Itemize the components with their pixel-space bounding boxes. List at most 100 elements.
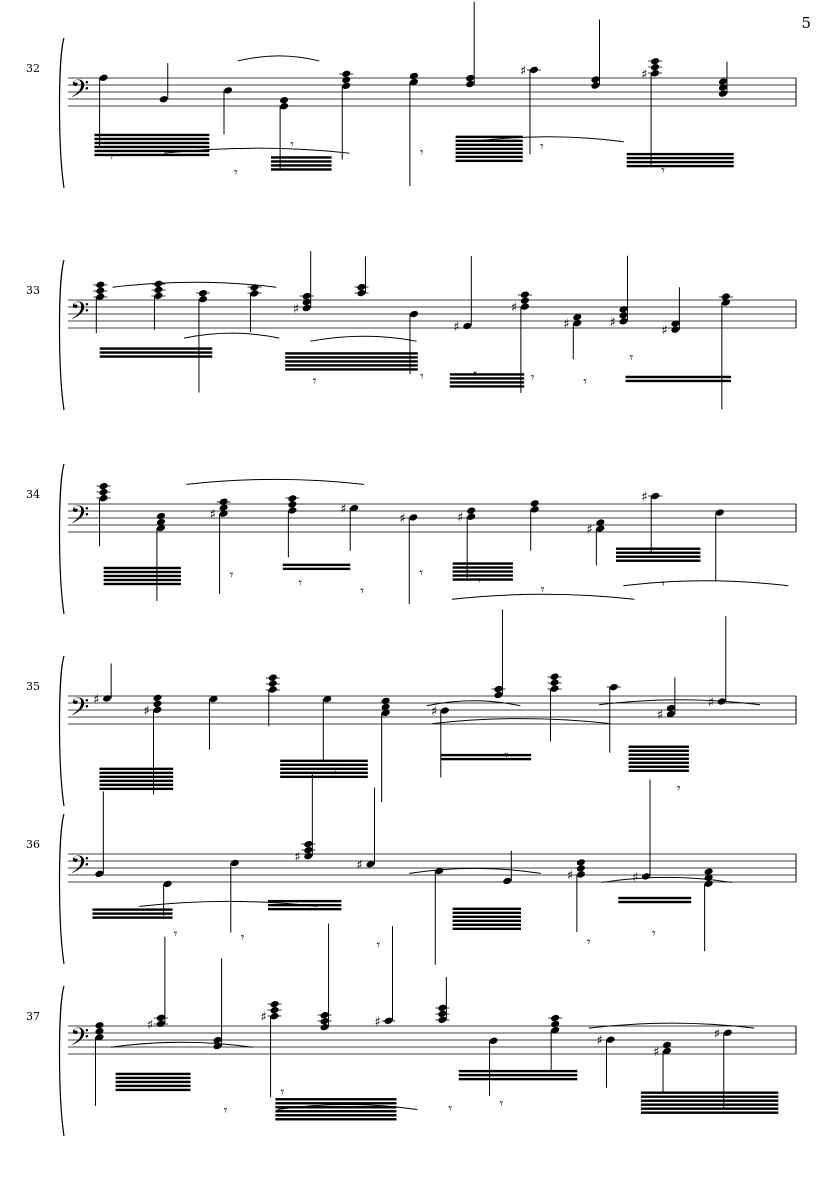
beam: [625, 379, 731, 383]
notehead: [591, 82, 600, 89]
sharp-icon: ♯: [93, 692, 99, 707]
rest-icon: 𝄾: [583, 374, 587, 390]
notehead: [366, 861, 375, 868]
beam: [99, 347, 213, 350]
notehead: [409, 72, 418, 80]
system-brace: [58, 259, 65, 411]
rest-icon: 𝄾: [360, 584, 364, 600]
notehead: [302, 304, 311, 312]
beam: [628, 761, 689, 764]
beam: [275, 1098, 397, 1101]
notehead: [606, 1036, 615, 1043]
beam: [99, 787, 174, 791]
staff-system: 𝄢♯𝄾𝄾♯𝄾♯𝄾♯𝄾♯𝄾♯: [58, 251, 797, 411]
rest-icon: 𝄾: [540, 139, 544, 155]
notehead: [440, 707, 449, 714]
beam: [99, 783, 174, 787]
tie-slur: [139, 900, 318, 907]
rest-icon: 𝄾: [290, 137, 294, 153]
beam: [452, 915, 522, 918]
beam: [275, 1110, 397, 1113]
beam: [640, 1091, 779, 1094]
notehead: [342, 76, 351, 83]
notehead: [156, 524, 165, 532]
staff-system: 𝄢♯♯𝄾♯𝄾♯𝄾♯: [58, 609, 797, 807]
beam: [440, 753, 532, 757]
notehead: [288, 495, 297, 502]
notehead: [641, 873, 651, 880]
notehead: [268, 686, 277, 693]
rest-icon: 𝄾: [419, 565, 423, 581]
notehead: [662, 1047, 672, 1055]
sharp-icon: ♯: [374, 1015, 380, 1030]
sharp-icon: ♯: [261, 1010, 267, 1025]
sharp-icon: ♯: [293, 302, 299, 317]
sharp-icon: ♯: [520, 64, 526, 79]
beam: [285, 356, 418, 359]
notehead: [596, 525, 605, 532]
notehead: [619, 312, 628, 319]
notehead: [718, 78, 728, 85]
beam: [628, 753, 689, 756]
staff-systems: 𝄢𝄾𝄾𝄾𝄾♯𝄾♯𝄾𝄢♯𝄾𝄾♯𝄾♯𝄾♯𝄾♯𝄾♯𝄢♯𝄾𝄾♯𝄾♯𝄾♯𝄾𝄾♯♯𝄾𝄢♯♯𝄾…: [58, 1, 797, 1137]
sharp-icon: ♯: [399, 511, 405, 526]
beam: [115, 1088, 191, 1092]
notehead: [591, 76, 600, 83]
system-brace: [58, 655, 65, 807]
notehead: [467, 513, 476, 520]
rest-icon: 𝄾: [420, 145, 424, 161]
beam: [615, 559, 701, 562]
rest-icon: 𝄾: [500, 1096, 504, 1112]
sharp-icon: ♯: [657, 708, 663, 723]
notehead: [666, 710, 675, 718]
notehead: [219, 504, 228, 511]
sharp-icon: ♯: [661, 324, 667, 339]
notehead: [466, 74, 475, 82]
sharp-icon: ♯: [714, 1027, 720, 1042]
notehead: [576, 865, 585, 872]
beam: [640, 1095, 779, 1098]
notehead: [520, 297, 529, 304]
beam: [285, 360, 418, 363]
rest-icon: 𝄾: [541, 582, 545, 598]
tie-slur: [601, 876, 732, 883]
tie-slur: [277, 1103, 418, 1110]
notehead: [99, 74, 108, 81]
beam: [449, 377, 525, 380]
notehead: [288, 507, 297, 514]
measure-number-36: 36: [26, 838, 40, 851]
staff-system: 𝄢♯𝄾𝄾♯𝄾♯𝄾♯𝄾𝄾♯♯𝄾: [58, 463, 797, 615]
sharp-icon: ♯: [457, 511, 463, 526]
notehead: [718, 90, 728, 97]
rest-icon: 𝄾: [587, 935, 591, 951]
beam: [280, 759, 368, 763]
notehead: [671, 326, 680, 333]
beam: [452, 919, 522, 922]
bass-clef-icon: 𝄢: [70, 297, 89, 332]
notehead: [280, 103, 289, 110]
sharp-icon: ♯: [609, 315, 615, 330]
rest-icon: 𝄾: [313, 374, 317, 390]
rest-icon: 𝄾: [230, 567, 234, 583]
beam: [103, 582, 181, 586]
tie-slur: [471, 136, 624, 143]
beam: [99, 767, 174, 771]
beam: [452, 923, 522, 926]
notehead: [156, 518, 165, 526]
notehead: [230, 859, 239, 867]
notehead: [576, 859, 585, 866]
sharp-icon: ♯: [586, 523, 592, 538]
beam: [280, 763, 368, 767]
notehead: [494, 691, 503, 699]
beam: [99, 779, 174, 783]
notehead: [381, 697, 390, 705]
beam: [280, 771, 368, 775]
beam: [452, 574, 513, 577]
beam: [92, 908, 173, 911]
beam: [115, 1072, 191, 1076]
measure-number-37: 37: [26, 1010, 40, 1023]
page-number: 5: [801, 14, 811, 32]
beam: [267, 899, 342, 903]
notehead: [198, 296, 208, 303]
beam: [452, 907, 522, 910]
